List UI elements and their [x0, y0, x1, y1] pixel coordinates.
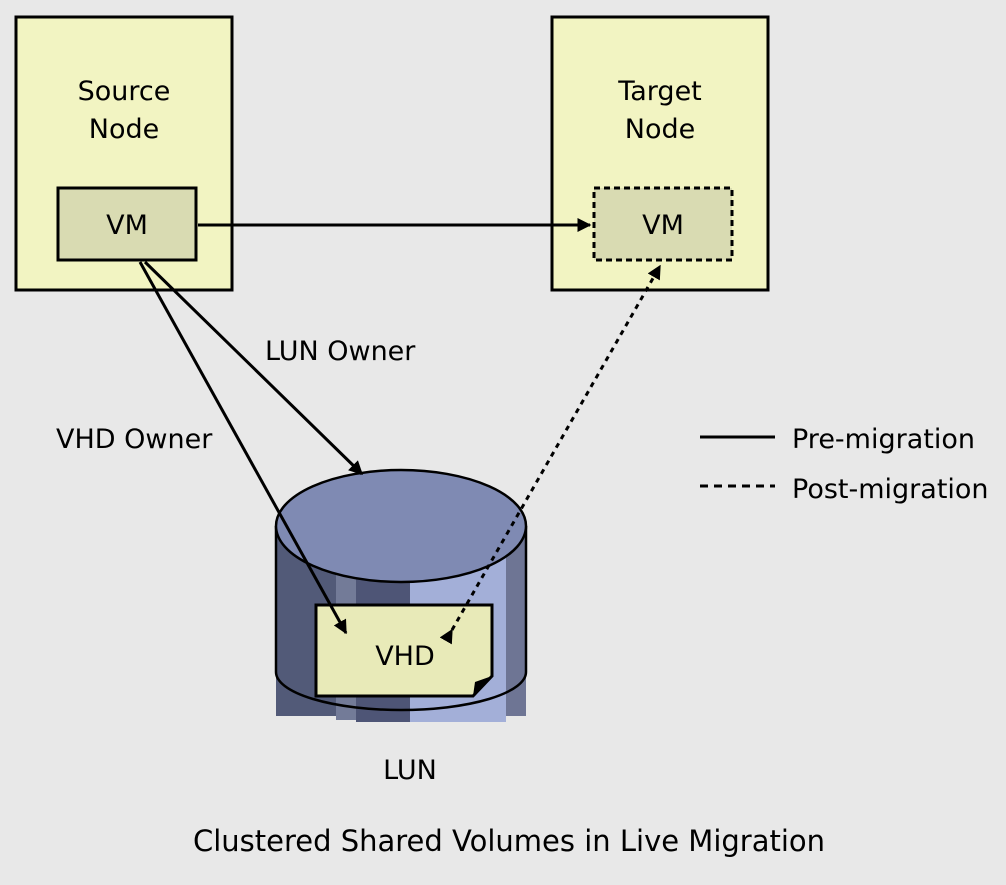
source-vm: VM	[56, 186, 198, 262]
source-vm-label: VM	[106, 210, 148, 241]
target-node-label-line1: Target	[617, 76, 702, 107]
source-node: Source Node VM	[14, 15, 234, 292]
legend-pre-migration-label: Pre-migration	[792, 424, 975, 455]
target-node-label-line2: Node	[625, 114, 695, 145]
source-node-label-line1: Source	[78, 76, 171, 107]
target-vm-label: VM	[642, 210, 684, 241]
legend-post-migration-label: Post-migration	[792, 474, 989, 505]
target-node: Target Node VM	[550, 15, 770, 292]
lun-label: LUN	[383, 755, 437, 786]
legend: Pre-migration Post-migration	[700, 424, 989, 505]
lun-owner-arrow	[143, 260, 364, 476]
post-migration-vhd-arrow	[439, 264, 662, 645]
vhd-document: VHD	[314, 603, 494, 698]
vhd-label: VHD	[375, 641, 435, 672]
diagram-caption: Clustered Shared Volumes in Live Migrati…	[193, 824, 825, 858]
vhd-owner-label: VHD Owner	[56, 424, 213, 455]
source-node-label-line2: Node	[89, 114, 159, 145]
vhd-owner-arrow	[138, 261, 348, 635]
target-vm: VM	[592, 186, 734, 262]
lun-owner-label: LUN Owner	[265, 336, 416, 367]
